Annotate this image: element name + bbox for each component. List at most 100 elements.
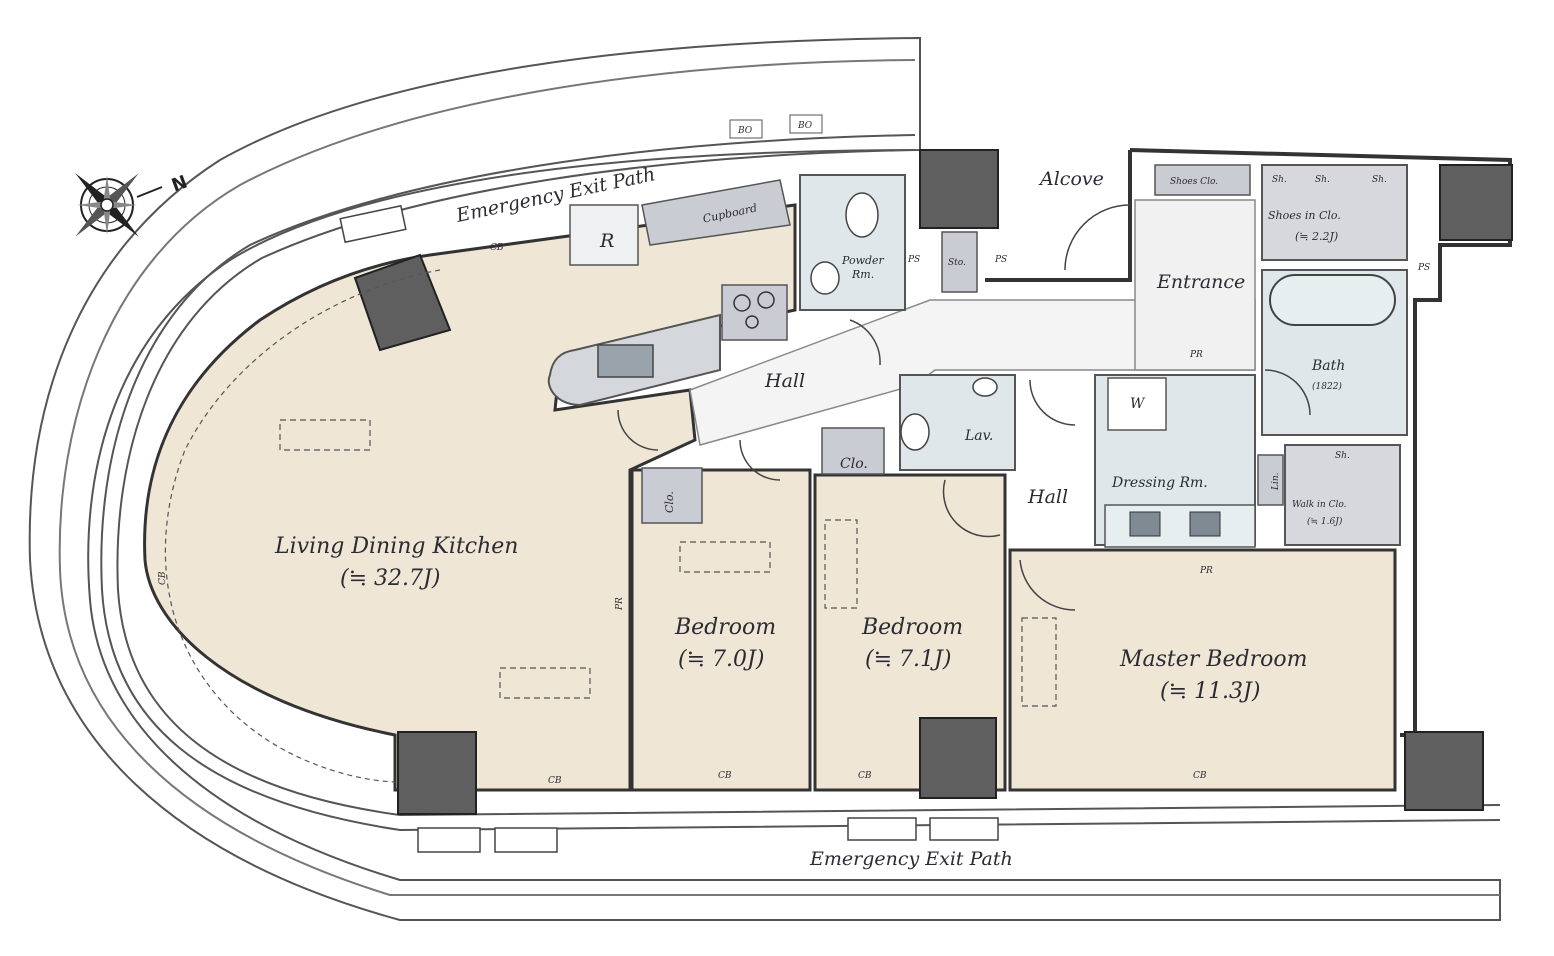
basin-icon <box>972 377 998 397</box>
toilet-icon <box>845 192 879 238</box>
door-swing <box>1064 204 1131 271</box>
exit-path-bottom-label: Emergency Exit Path <box>809 848 1013 870</box>
ac-unit <box>417 827 481 853</box>
hall-east-label: Hall <box>1027 486 1068 508</box>
ac-unit <box>339 204 407 244</box>
stove-fixture <box>721 284 788 341</box>
door-swing <box>849 319 881 366</box>
powder-label-1: Powder <box>841 254 885 267</box>
linen-fixture <box>1257 454 1284 506</box>
entrance-label: Entrance <box>1156 271 1245 293</box>
balcony-outer <box>28 36 1501 921</box>
door-swing <box>1029 379 1076 426</box>
walk-in-closet-area: (≒ 1.6J) <box>1307 516 1343 527</box>
dashed-outline <box>824 519 858 609</box>
bath-name: Bath <box>1311 358 1345 374</box>
toilet-icon <box>900 413 930 451</box>
washer-label: W <box>1130 396 1146 412</box>
walk-in-closet-name: Walk in Clo. <box>1292 500 1347 510</box>
sink-fixture <box>597 344 654 378</box>
compass-icon <box>75 173 163 237</box>
balcony-rail-top <box>58 59 1500 896</box>
shelf-label: Sh. <box>1335 451 1350 461</box>
ac-unit <box>929 817 999 841</box>
burner-icon <box>745 315 759 329</box>
powder-label-2: Rm. <box>851 268 874 281</box>
column <box>1439 164 1513 241</box>
storage-fixture <box>941 231 978 293</box>
closet-label-1: Clo. <box>663 491 676 513</box>
column <box>397 731 477 815</box>
shoes-in-closet-area: (≒ 2.2J) <box>1295 230 1338 243</box>
cb-label: CB <box>718 771 732 781</box>
dashed-outline <box>499 667 591 699</box>
closet-fixture <box>821 427 885 475</box>
cb-label: CB <box>548 776 562 786</box>
door-swing <box>739 439 781 481</box>
shoes-in-closet <box>1261 164 1408 261</box>
ps-label: PS <box>994 255 1007 265</box>
bo-label: BO <box>737 126 753 136</box>
column <box>1404 731 1484 811</box>
basin-icon <box>1189 511 1221 537</box>
shoes-closet-fixture <box>1154 164 1251 196</box>
cb-label: CB <box>1193 771 1207 781</box>
storage-label: Sto. <box>948 258 966 268</box>
ps-label: PS <box>1417 263 1430 273</box>
ac-unit <box>494 827 558 853</box>
door-swing <box>617 409 659 451</box>
column <box>919 149 999 229</box>
hall-main-label: Hall <box>764 370 805 392</box>
door-swing <box>1019 559 1076 611</box>
shoes-closet-label: Shoes Clo. <box>1170 177 1218 187</box>
hall-corridor <box>689 299 1256 446</box>
ldk-area: (≒ 32.7J) <box>340 566 440 591</box>
shelf-label: Sh. <box>1315 175 1330 185</box>
burner-icon <box>733 294 751 312</box>
dashed-outline <box>1021 617 1057 707</box>
compass-north-label: N <box>169 171 190 196</box>
entrance-area <box>1134 199 1256 371</box>
bath-size: (1822) <box>1312 381 1342 392</box>
walk-in-closet <box>1284 444 1401 546</box>
cupboard-fixture <box>641 179 791 246</box>
bedroom2-name: Bedroom <box>861 615 963 640</box>
balcony-rail-inner <box>100 134 1501 832</box>
master-room <box>1008 548 1397 792</box>
vanity-fixture <box>1104 504 1256 548</box>
bo-box <box>729 119 763 139</box>
dressing-label: Dressing Rm. <box>1111 475 1208 491</box>
curtain-line <box>164 269 441 783</box>
lav-label: Lav. <box>964 428 993 444</box>
basin-icon <box>1129 511 1161 537</box>
cb-label: CB <box>858 771 872 781</box>
column <box>919 717 997 799</box>
master-name: Master Bedroom <box>1119 647 1307 672</box>
balcony-rail-inner2 <box>116 149 1501 817</box>
shoes-in-closet-name: Shoes in Clo. <box>1268 209 1341 222</box>
master-area: (≒ 11.3J) <box>1160 679 1260 704</box>
bathtub-icon <box>1269 274 1396 326</box>
shelf-label: Sh. <box>1272 175 1287 185</box>
alcove-label: Alcove <box>1038 168 1104 190</box>
linen-label: Lin. <box>1271 472 1281 491</box>
bedroom1-area: (≒ 7.0J) <box>678 647 764 672</box>
cb-label: CB <box>490 243 504 253</box>
ldk-name: Living Dining Kitchen <box>274 534 518 559</box>
bedroom1-name: Bedroom <box>674 615 776 640</box>
refrigerator-fixture <box>569 204 639 266</box>
refrigerator-label: R <box>599 230 614 252</box>
washer-icon <box>1107 377 1167 431</box>
burner-icon <box>757 291 775 309</box>
bedroom2-area: (≒ 7.1J) <box>865 647 951 672</box>
dashed-outline <box>679 541 771 573</box>
closet-fixture <box>641 467 703 524</box>
pr-label: PR <box>1199 566 1213 576</box>
dashed-outline <box>279 419 371 451</box>
shelf-label: Sh. <box>1372 175 1387 185</box>
ac-unit <box>847 817 917 841</box>
ldk-room <box>143 203 797 792</box>
door-swing <box>942 479 1001 538</box>
cb-label: CB <box>158 571 168 585</box>
